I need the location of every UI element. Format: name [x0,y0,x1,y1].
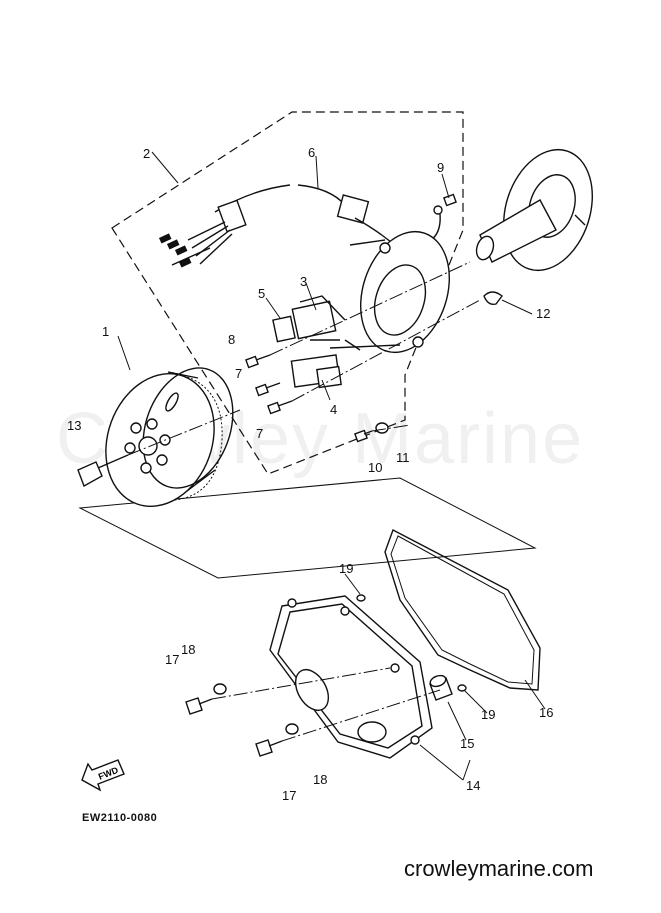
callout-16: 16 [539,705,553,720]
wire-harness [158,184,443,268]
callout-14: 14 [466,778,480,793]
callout-2: 2 [143,146,150,161]
callout-18-lower: 18 [313,772,327,787]
leader-lines [117,151,546,781]
crankcase-cover [269,595,433,759]
stator-plate [329,230,451,354]
callout-19-upper: 19 [339,561,353,576]
callout-15: 15 [460,736,474,751]
flywheel-magneto [105,367,234,508]
callout-8: 8 [228,332,235,347]
callout-6: 6 [308,145,315,160]
callout-7-lower: 7 [256,426,263,441]
callout-5: 5 [258,286,265,301]
pulser-coil-assembly [272,295,361,389]
callout-1: 1 [102,324,109,339]
callout-13: 13 [67,418,81,433]
forward-arrow-icon: FWD [81,759,125,792]
assembly-boundary-upper [111,111,464,475]
callout-18-upper: 18 [181,642,195,657]
assembly-boundary-lower [78,477,537,579]
cover-gasket [384,529,541,691]
callout-3: 3 [300,274,307,289]
footer-site-link[interactable]: crowleymarine.com [404,856,594,881]
callout-7-upper: 7 [235,366,242,381]
callout-19-lower: 19 [481,707,495,722]
crankshaft-housing [475,148,594,272]
diagram-code: EW2110-0080 [82,812,158,824]
dowel-pins [356,594,467,701]
callout-11: 11 [396,450,410,465]
fasteners [77,193,457,757]
woodruff-key [483,291,503,306]
callout-12: 12 [536,306,550,321]
callout-4: 4 [330,402,337,417]
callout-17-upper: 17 [165,652,179,667]
callout-9: 9 [437,160,444,175]
alignment-lines [127,261,481,742]
callout-17-lower: 17 [282,788,296,803]
callout-10: 10 [368,460,382,475]
